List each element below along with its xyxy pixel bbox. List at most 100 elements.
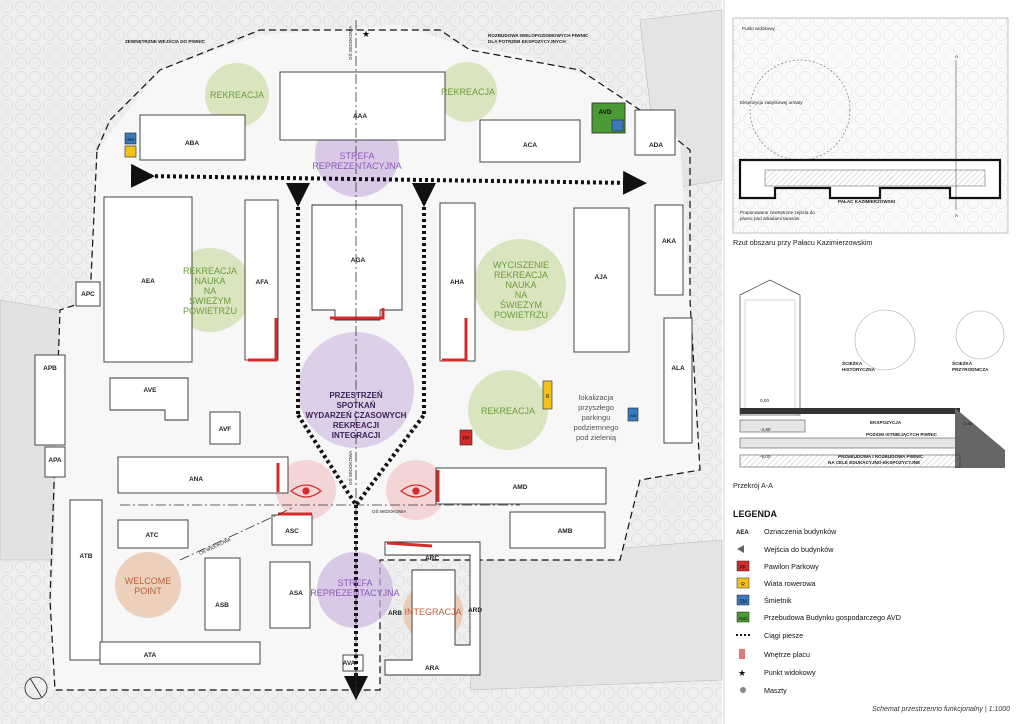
label-aja: AJA (594, 274, 607, 281)
zone-welcome (115, 552, 181, 618)
legend-sym-aea: AEA (736, 530, 749, 536)
label-ava: AVA (343, 660, 356, 667)
building-amb (509, 511, 606, 549)
building-aja (573, 207, 630, 353)
building-aha (439, 202, 476, 362)
building-asb (204, 557, 241, 631)
legend-label-8: Punkt widokowy (764, 668, 816, 677)
zone-label-strefa-top-1: STREFA (339, 151, 374, 161)
zone-label-przestrzen-5: INTEGRACJI (332, 431, 380, 440)
building-labels: AAA ABA ACA ADA AEA AFA AGA AHA AJA AKA … (43, 109, 685, 672)
zone-label-nauka-5: POWIETRZU (183, 306, 237, 316)
inset-caption: Rzut obszaru przy Pałacu Kazimierzowskim (733, 238, 872, 247)
note-parking-1: lokalizacja (579, 393, 614, 402)
zone-label-przestrzen-4: REKREACJI (333, 421, 379, 430)
zone-label-rekreacja-left: REKREACJA (210, 90, 264, 100)
inset-plan: Punkt widokowy Ekspozycja zabytkowej arm… (732, 17, 1009, 234)
inset-propozycja-1: Proponowane zewnętrzne zejścia do (740, 210, 815, 215)
building-atc (117, 519, 189, 549)
mast-icon (740, 687, 746, 693)
legend-label-5: Przebudowa Budynku gospodarczego AVD (764, 613, 901, 622)
svg-text:SM: SM (127, 137, 134, 142)
building-aga (311, 204, 403, 321)
note-parking-4: podziemnego (573, 423, 618, 432)
legend-label-4: Śmietnik (764, 596, 792, 605)
building-asc (271, 514, 313, 546)
section-sciezka-hist-2: HISTORYCZNA (842, 367, 876, 372)
building-ana (117, 456, 289, 494)
marker-sm-left (124, 132, 137, 145)
label-atb: ATB (80, 553, 93, 560)
zone-label-przestrzen-1: PRZESTRZEŃ (329, 391, 383, 400)
label-ada: ADA (649, 142, 663, 149)
section-sciezka-przyr-1: ŚCIEŻKA (952, 360, 973, 366)
label-asa: ASA (289, 590, 303, 597)
legend-label-7: Wnętrze placu (764, 650, 810, 659)
building-apb (34, 354, 66, 446)
svg-text:SM: SM (630, 413, 636, 418)
svg-text:AVD: AVD (739, 616, 749, 621)
eye-icon-left (289, 484, 323, 498)
zone-label-wycisz-5: ŚWIEŻYM (500, 299, 542, 310)
label-asb: ASB (215, 602, 229, 609)
zone-rekreacja-mid (468, 370, 548, 450)
label-ata: ATA (144, 652, 157, 659)
building-ata (99, 641, 261, 665)
legend-title: LEGENDA (733, 509, 778, 519)
markers: PP R SM SM ★ (24, 29, 639, 700)
label-apa: APA (48, 457, 62, 464)
note-axis-top: OŚ WIDOKOWA (346, 25, 353, 60)
footer-scale: Schemat przestrzenno funkcjonalny | 1:10… (872, 706, 1010, 713)
marker-sm-mid (627, 407, 639, 422)
building-avf (209, 411, 241, 445)
note-cellar-entrances: ZEWNĘTRZNE WEJŚCIA DO PIWNIC (125, 38, 206, 44)
eye-icon-right (399, 484, 433, 498)
marker-r-left (124, 145, 137, 158)
plaza-edges (248, 308, 468, 548)
zone-label-strefa-top-2: REPREZENTACYJNA (312, 161, 401, 171)
label-avf: AVF (219, 426, 232, 433)
label-amd: AMD (513, 484, 528, 491)
svg-text:PP: PP (463, 436, 470, 442)
zone-label-welcome-1: WELCOME (125, 576, 172, 586)
section-lvl3: -3,50 (962, 421, 973, 426)
zone-label-nauka-1: REKREACJA (183, 266, 237, 276)
legend-label-6: Ciągi piesze (764, 631, 803, 640)
section-ekspozycja: EKSPOZYCJA (870, 420, 902, 425)
note-parking-2: przyszłego (578, 403, 614, 412)
zone-rekreacja-right (437, 62, 497, 122)
building-aaa (279, 71, 446, 141)
label-atc: ATC (146, 532, 159, 539)
inset-ekspozycja: Ekspozycja zabytkowej armaty (740, 100, 803, 105)
entry-icon (737, 545, 744, 553)
label-arb: ARB (388, 610, 402, 617)
note-parking-3: parkingu (582, 413, 611, 422)
legend-label-2: Pawilon Parkowy (764, 562, 819, 571)
building-ada (634, 109, 676, 156)
section-przebudowa-1: PRZEBUDOWA I ROZBUDOWA PIWNIC (838, 454, 924, 459)
building-asa (269, 561, 311, 629)
note-axis-right: OŚ WIDOKOWA (372, 507, 407, 514)
zone-label-rekreacja-mid: REKREACJA (481, 406, 535, 416)
inset-punkt: Punkt widokowy (742, 26, 776, 31)
label-afa: AFA (256, 279, 269, 286)
building-ar (384, 541, 481, 676)
building-amd (435, 467, 607, 505)
marker-pp (459, 429, 473, 446)
building-aka (654, 204, 684, 296)
label-apc: APC (81, 291, 95, 298)
marker-sm-avd (611, 119, 624, 132)
zone-label-nauka-4: ŚWIEŻYM (189, 295, 231, 306)
label-apb: APB (43, 365, 57, 372)
inset-propozycja-2: piwnic pod arkadami tarasów (740, 216, 800, 221)
building-ave (109, 377, 189, 421)
note-extension-2: DLA POTRZEB EKSPOZYCYJNYCH (488, 39, 566, 44)
note-extension: ROZBUDOWA WIELOPOZIOMOWYCH PIWNIC (488, 33, 589, 38)
inset-a-top: A (955, 54, 959, 59)
star-icon: ★ (738, 668, 746, 678)
inset-a-bottom: A (955, 213, 959, 218)
section-caption: Przekrój A-A (733, 481, 773, 490)
zone-label-wycisz-4: NA (515, 290, 528, 300)
label-aha: AHA (450, 279, 464, 286)
label-aba: ABA (185, 140, 199, 147)
